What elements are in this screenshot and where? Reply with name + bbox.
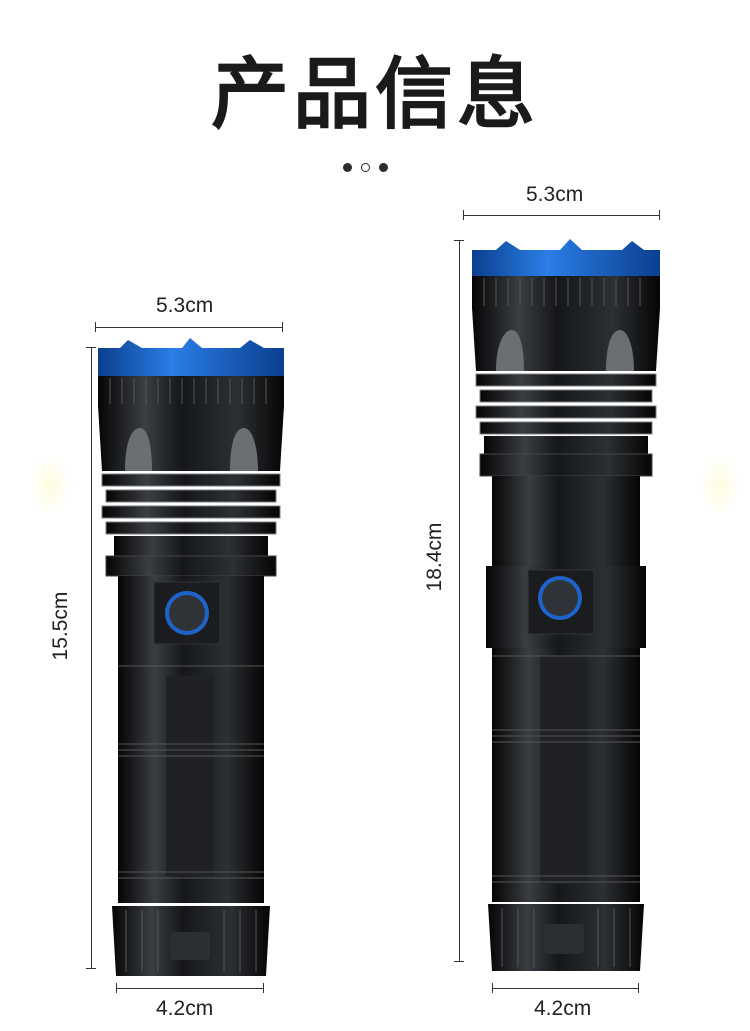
large-length-line	[459, 240, 460, 962]
dim-tick	[454, 961, 464, 962]
large-head-width-line	[463, 215, 660, 216]
large-flashlight-image	[472, 239, 660, 971]
small-tail-width-label: 4.2cm	[156, 997, 214, 1020]
dot-hollow-icon	[361, 163, 370, 172]
dim-tick	[86, 347, 96, 348]
small-head-width-label: 5.3cm	[156, 294, 214, 317]
dot-filled-icon	[343, 163, 352, 172]
dim-tick	[659, 210, 660, 220]
dim-tick	[95, 322, 96, 332]
dot-filled-icon	[379, 163, 388, 172]
dim-tick	[638, 983, 639, 993]
small-flashlight-image	[98, 338, 284, 976]
small-head-width-line	[95, 327, 283, 328]
page-title: 产品信息	[210, 50, 539, 140]
dim-tick	[116, 983, 117, 993]
light-glow	[30, 455, 70, 515]
large-head-width-label: 5.3cm	[526, 183, 584, 206]
dim-tick	[282, 322, 283, 332]
dim-tick	[263, 983, 264, 993]
decorative-dots	[341, 161, 401, 175]
light-glow	[700, 455, 740, 515]
dim-tick	[492, 983, 493, 993]
large-tail-width-label: 4.2cm	[534, 997, 592, 1020]
small-tail-width-line	[116, 988, 264, 989]
small-length-line	[91, 347, 92, 969]
large-tail-width-line	[492, 988, 639, 989]
dim-tick	[454, 240, 464, 241]
dim-tick	[86, 968, 96, 969]
dim-tick	[463, 210, 464, 220]
large-length-label: 18.4cm	[423, 522, 446, 592]
small-length-label: 15.5cm	[49, 591, 72, 661]
